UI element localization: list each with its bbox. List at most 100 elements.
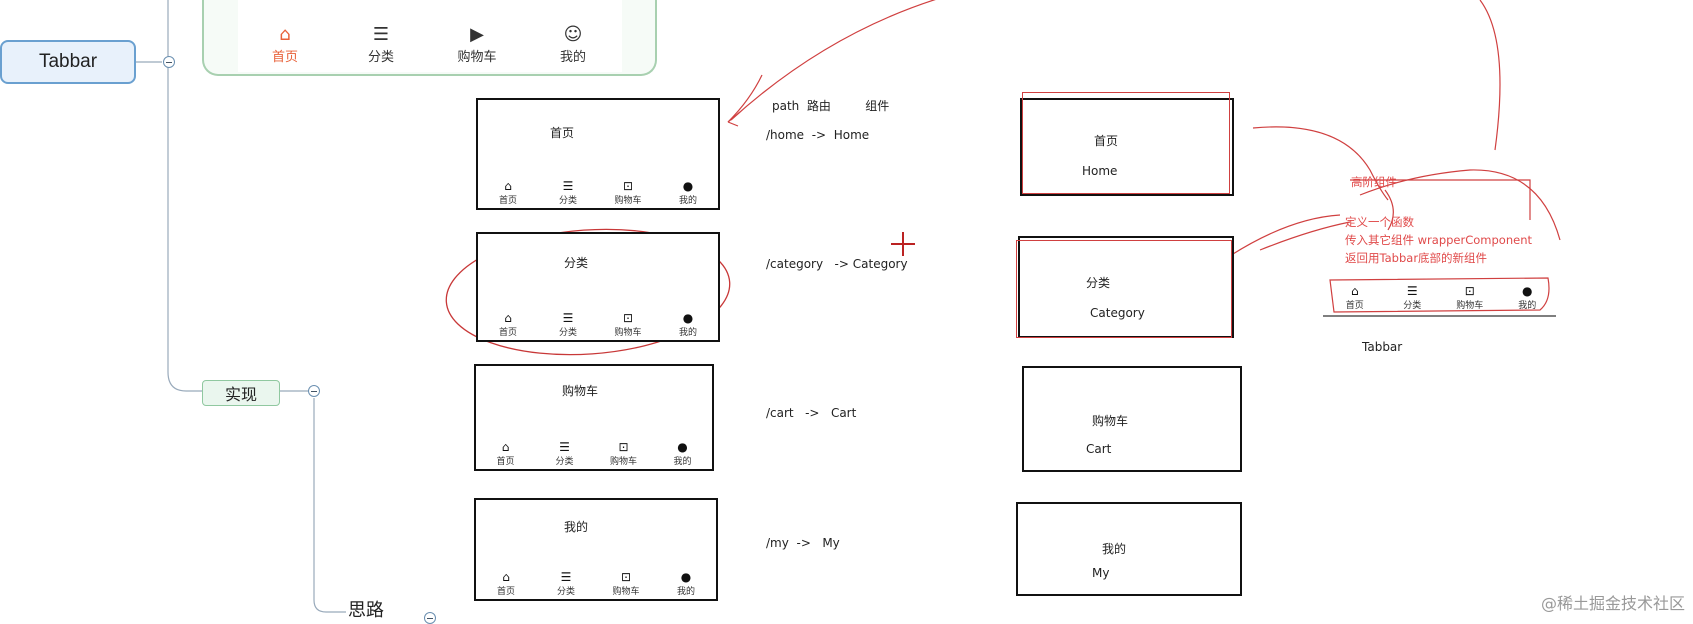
user-icon: ●	[682, 179, 694, 193]
mini-tabbar: ⌂首页 ☰分类 ⊡购物车 ●我的	[476, 440, 712, 467]
screen-title: 我的	[564, 520, 589, 534]
home-icon: ⌂	[504, 179, 512, 193]
component-box-home: 首页 Home	[1020, 98, 1234, 196]
app-tab-label: 购物车	[457, 50, 497, 65]
mini-tab-user: ●我的	[663, 179, 713, 206]
component-box-cart: 购物车 Cart	[1022, 366, 1242, 472]
category-icon: ☰	[1406, 284, 1418, 298]
mini-tab-category: ☰分类	[540, 440, 590, 467]
home-icon: ⌂	[1350, 284, 1359, 298]
user-icon: ●	[1522, 284, 1533, 298]
cart-icon: ▶	[470, 24, 484, 45]
component-en: My	[1092, 566, 1110, 580]
user-icon: ☺	[563, 24, 583, 45]
component-en: Home	[1082, 164, 1118, 178]
category-icon: ☰	[560, 570, 572, 584]
mini-tab-user: ●我的	[663, 311, 713, 338]
collapse-toggle-impl[interactable]	[308, 385, 320, 397]
right-tab-home: ⌂首页	[1330, 284, 1380, 314]
note-line3: 返回用Tabbar底部的新组件	[1345, 251, 1488, 265]
category-icon: ☰	[372, 24, 390, 45]
header-path: path	[772, 99, 800, 113]
user-icon: ●	[682, 311, 694, 325]
mini-tab-home: ⌂首页	[483, 311, 533, 338]
screen-category: 分类 ⌂首页 ☰分类 ⊡购物车 ●我的	[476, 232, 720, 342]
screen-home: 首页 ⌂首页 ☰分类 ⊡购物车 ●我的	[476, 98, 720, 210]
mindmap-node-idea[interactable]: 思路	[348, 600, 384, 621]
mindmap-node-tabbar[interactable]: Tabbar	[0, 40, 136, 84]
right-tabbar: ⌂首页 ☰分类 ⊡购物车 ●我的	[1326, 284, 1556, 314]
mini-tab-cart: ⊡购物车	[603, 179, 653, 206]
mini-tab-user: ●我的	[658, 440, 708, 467]
mini-tab-user: ●我的	[661, 570, 711, 597]
cart-icon: ⊡	[622, 179, 634, 193]
mini-tab-category: ☰分类	[543, 179, 593, 206]
screen-title: 首页	[550, 126, 575, 140]
component-en: Category	[1090, 306, 1145, 320]
right-tab-category: ☰分类	[1387, 284, 1437, 314]
mini-tab-home: ⌂首页	[483, 179, 533, 206]
right-tabbar-caption: Tabbar	[1362, 340, 1403, 354]
header-route: 路由	[806, 99, 831, 113]
screen-title: 购物车	[562, 384, 599, 398]
mini-tab-category: ☰分类	[541, 570, 591, 597]
home-icon: ⌂	[502, 570, 510, 584]
route-row-category: /category -> Category	[766, 257, 908, 271]
header-component: 组件	[865, 99, 890, 113]
app-tab-category[interactable]: ☰ 分类	[346, 24, 416, 65]
mini-tabbar: ⌂首页 ☰分类 ⊡购物车 ●我的	[478, 179, 718, 206]
note-line1: 定义一个函数	[1345, 215, 1414, 229]
mini-tab-cart: ⊡购物车	[599, 440, 649, 467]
right-tab-user: ●我的	[1502, 284, 1552, 314]
cart-icon: ⊡	[618, 440, 629, 454]
mini-tab-category: ☰分类	[543, 311, 593, 338]
route-row-my: /my -> My	[766, 536, 840, 550]
screen-my: 我的 ⌂首页 ☰分类 ⊡购物车 ●我的	[474, 498, 718, 601]
note-line2: 传入其它组件 wrapperComponent	[1345, 233, 1533, 247]
component-cn: 首页	[1094, 134, 1119, 148]
component-box-my: 我的 My	[1016, 502, 1242, 596]
app-tab-label: 分类	[367, 50, 394, 65]
collapse-toggle-tabbar[interactable]	[163, 56, 175, 68]
app-tab-cart[interactable]: ▶ 购物车	[442, 24, 512, 65]
mini-tab-cart: ⊡购物车	[601, 570, 651, 597]
note-hoc: 高阶组件	[1351, 175, 1397, 189]
component-cn: 我的	[1102, 542, 1127, 556]
component-cn: 购物车	[1092, 414, 1129, 428]
cart-icon: ⊡	[622, 311, 634, 325]
component-category-red-outline	[1016, 240, 1232, 338]
category-icon: ☰	[559, 440, 570, 454]
screen-title: 分类	[564, 256, 589, 270]
mini-tabbar: ⌂首页 ☰分类 ⊡购物车 ●我的	[476, 570, 716, 597]
mindmap-node-impl[interactable]: 实现	[202, 380, 280, 406]
component-en: Cart	[1086, 442, 1112, 456]
component-box-category: 分类 Category	[1018, 236, 1234, 338]
right-tab-cart: ⊡购物车	[1445, 284, 1495, 314]
user-icon: ●	[680, 570, 692, 584]
route-row-home: /home -> Home	[766, 128, 870, 142]
category-icon: ☰	[562, 311, 574, 325]
app-tab-user[interactable]: ☺ 我的	[538, 24, 608, 65]
route-header: path 路由 组件	[772, 97, 889, 114]
watermark: @稀土掘金技术社区	[1540, 594, 1685, 613]
mini-tab-home: ⌂首页	[481, 440, 531, 467]
collapse-toggle-idea[interactable]	[424, 612, 436, 624]
cart-icon: ⊡	[1464, 284, 1475, 298]
user-icon: ●	[677, 440, 688, 454]
home-icon: ⌂	[504, 311, 512, 325]
mini-tabbar: ⌂首页 ☰分类 ⊡购物车 ●我的	[478, 311, 718, 338]
component-home-red-outline	[1022, 92, 1230, 194]
home-icon: ⌂	[501, 440, 510, 454]
app-tab-label: 首页	[271, 50, 298, 65]
app-tabbar: ⌂ 首页 ☰ 分类 ▶ 购物车 ☺ 我的	[238, 0, 622, 72]
cart-icon: ⊡	[620, 570, 632, 584]
component-cn: 分类	[1086, 276, 1111, 290]
route-row-cart: /cart -> Cart	[766, 406, 857, 420]
screen-cart: 购物车 ⌂首页 ☰分类 ⊡购物车 ●我的	[474, 364, 714, 471]
mini-tab-cart: ⊡购物车	[603, 311, 653, 338]
app-tab-label: 我的	[559, 50, 586, 65]
mini-tab-home: ⌂首页	[481, 570, 531, 597]
app-tab-home[interactable]: ⌂ 首页	[250, 24, 320, 65]
home-icon: ⌂	[279, 24, 291, 45]
category-icon: ☰	[562, 179, 574, 193]
